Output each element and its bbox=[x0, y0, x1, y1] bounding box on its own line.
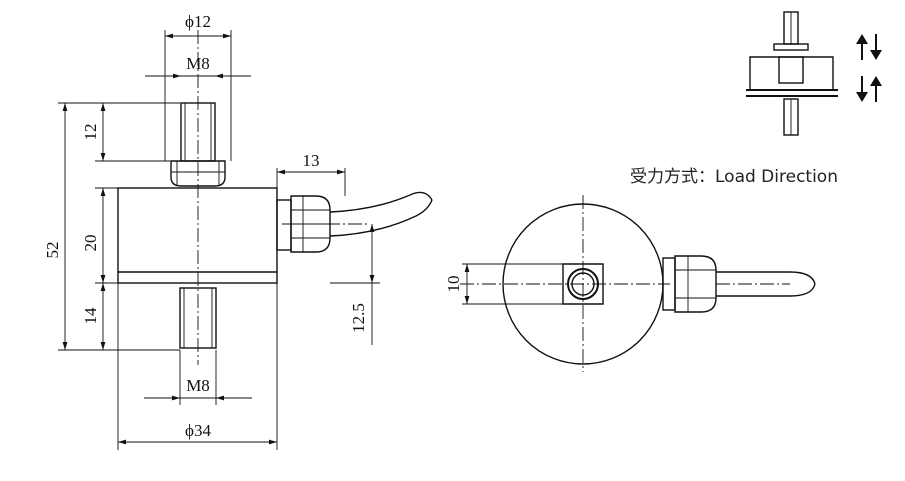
dim-body-dia: ϕ34 bbox=[185, 421, 211, 440]
front-view: ϕ12 M8 12 52 20 14 M8 ϕ34 13 12.5 bbox=[43, 12, 433, 450]
dim-cable-gland: 13 bbox=[303, 151, 320, 170]
dim-overall-height: 52 bbox=[43, 242, 62, 259]
dim-top-dia: ϕ12 bbox=[185, 12, 211, 31]
dim-body-height: 20 bbox=[81, 235, 100, 252]
dim-bottom-length: 14 bbox=[81, 307, 100, 325]
dim-top-length: 12 bbox=[81, 124, 100, 141]
load-arrows bbox=[856, 34, 882, 102]
top-view-hex bbox=[562, 263, 604, 305]
load-direction-icon bbox=[746, 11, 838, 136]
top-view-cable bbox=[716, 271, 816, 297]
top-nut bbox=[170, 160, 226, 187]
bottom-stud bbox=[179, 287, 217, 349]
extension-lines bbox=[58, 30, 380, 450]
main-body bbox=[117, 187, 278, 284]
dim-hex-size: 10 bbox=[444, 276, 463, 293]
dim-bottom-thread: M8 bbox=[186, 376, 210, 395]
top-view-stud-inner bbox=[571, 272, 595, 296]
top-view-gland bbox=[662, 255, 717, 313]
load-direction-label: 受力方式：Load Direction bbox=[630, 167, 838, 187]
top-view: 10 bbox=[444, 195, 816, 372]
dim-cable-height: 12.5 bbox=[349, 303, 368, 333]
dimension-lines bbox=[62, 33, 375, 445]
cable-gland bbox=[276, 195, 331, 253]
cable bbox=[282, 191, 433, 237]
top-view-stud-outer bbox=[567, 268, 599, 300]
dim-top-thread: M8 bbox=[186, 54, 210, 73]
